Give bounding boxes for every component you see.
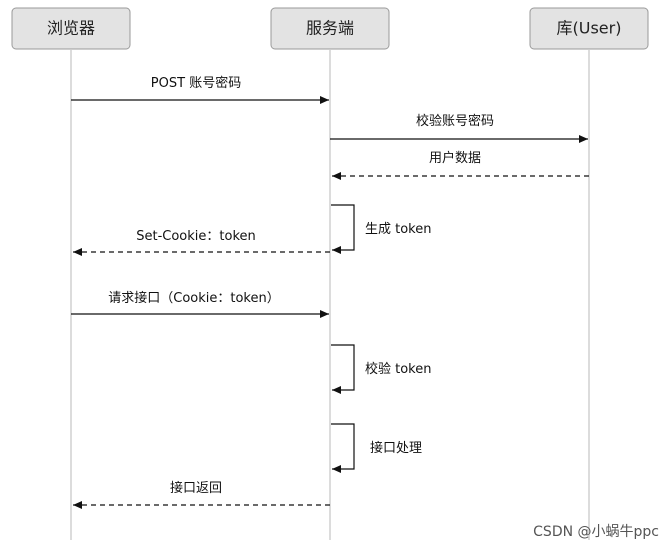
- message-post-credentials: POST 账号密码: [71, 75, 329, 104]
- message-api-response: 接口返回: [73, 480, 330, 509]
- message-request-api: 请求接口（Cookie：token）: [71, 290, 329, 318]
- message-user-data: 用户数据: [332, 150, 589, 180]
- message-post-credentials-label: POST 账号密码: [151, 75, 241, 91]
- message-api-response-label: 接口返回: [170, 480, 222, 496]
- actor-server: 服务端: [270, 7, 390, 50]
- message-set-cookie-label: Set-Cookie：token: [136, 229, 256, 244]
- message-request-api-label: 请求接口（Cookie：token）: [108, 290, 279, 306]
- actor-db: 库(User): [529, 7, 649, 50]
- actor-browser: 浏览器: [11, 7, 131, 50]
- self-message-process-api: 接口处理: [331, 423, 422, 473]
- message-verify-credentials-label: 校验账号密码: [416, 113, 494, 129]
- actor-server-label: 服务端: [306, 19, 354, 38]
- message-set-cookie: Set-Cookie：token: [73, 229, 330, 256]
- self-message-process-api-label: 接口处理: [370, 440, 422, 456]
- actor-db-label: 库(User): [557, 19, 622, 38]
- self-message-generate-token-label: 生成 token: [365, 222, 432, 237]
- actor-browser-label: 浏览器: [47, 19, 95, 38]
- self-message-generate-token: 生成 token: [331, 204, 432, 254]
- self-message-verify-token-label: 校验 token: [365, 361, 432, 377]
- self-message-verify-token: 校验 token: [331, 344, 432, 394]
- watermark-text: CSDN @小蜗牛ppc: [533, 524, 659, 540]
- message-verify-credentials: 校验账号密码: [330, 113, 588, 143]
- message-user-data-label: 用户数据: [429, 150, 481, 166]
